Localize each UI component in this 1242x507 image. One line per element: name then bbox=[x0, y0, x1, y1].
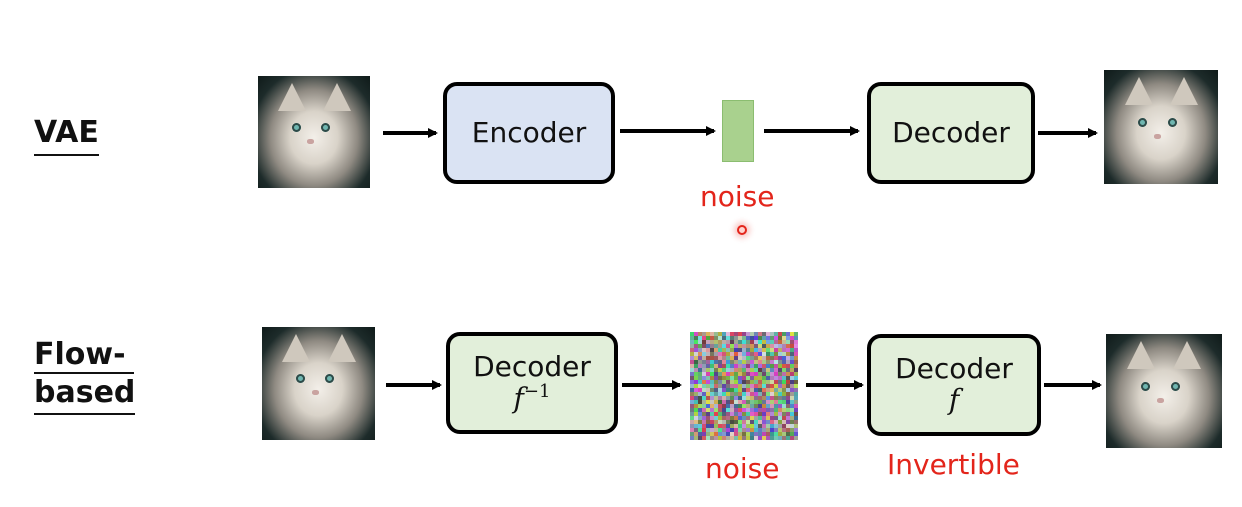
pointer-cursor bbox=[737, 225, 747, 235]
f-decoder-label: Decoder bbox=[895, 352, 1013, 386]
vae-decoder-box: Decoder bbox=[867, 82, 1035, 184]
f-inverse-symbol: f−1 bbox=[513, 381, 551, 415]
f-inverse-decoder-label: Decoder bbox=[473, 349, 591, 383]
invertible-label: Invertible bbox=[887, 448, 1020, 481]
vae-output-cat-image bbox=[1104, 70, 1218, 184]
flow-row-label: Flow- based bbox=[34, 336, 136, 415]
latent-vector bbox=[722, 100, 754, 162]
f-symbol: f bbox=[948, 383, 960, 416]
flow-input-cat-image bbox=[262, 327, 375, 440]
f-box: Decoder f bbox=[867, 334, 1041, 436]
flow-noise-label: noise bbox=[705, 452, 780, 485]
encoder-label: Encoder bbox=[471, 115, 587, 149]
gaussian-noise-image bbox=[690, 332, 798, 440]
vae-row-label: VAE bbox=[34, 114, 99, 156]
vae-input-cat-image bbox=[258, 76, 370, 188]
vae-noise-label: noise bbox=[700, 180, 775, 213]
flow-output-cat-image bbox=[1106, 334, 1222, 448]
encoder-box: Encoder bbox=[443, 82, 615, 184]
f-inverse-box: Decoder f−1 bbox=[446, 332, 618, 434]
vae-decoder-label: Decoder bbox=[892, 115, 1010, 149]
